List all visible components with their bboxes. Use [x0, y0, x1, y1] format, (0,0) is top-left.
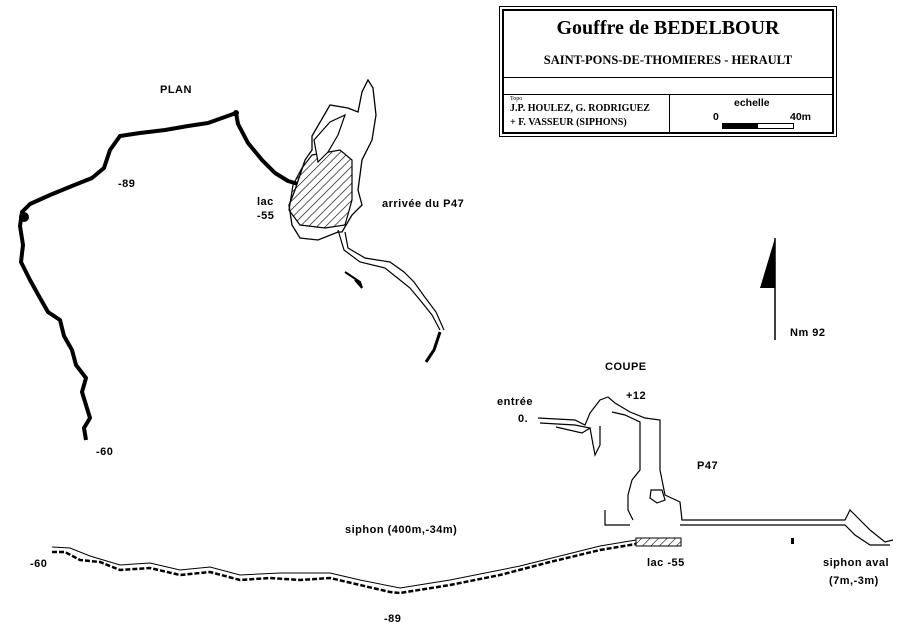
plan-siphon-gallery — [18, 111, 299, 441]
plan-dot — [233, 110, 239, 116]
coupe-p47-block — [649, 489, 666, 504]
coupe-depth-60: -60 — [30, 558, 48, 570]
plan-downstream-end — [424, 331, 442, 363]
plan-heading: PLAN — [160, 84, 192, 96]
plan-arrivee-label: arrivée du P47 — [382, 198, 465, 210]
coupe-depth-89: -89 — [384, 613, 402, 625]
plan-inner-pillar — [313, 113, 347, 164]
plan-lake — [288, 149, 353, 229]
scale-label: echelle — [734, 97, 770, 109]
survey-location: SAINT-PONS-DE-THOMIERES - HERAULT — [543, 53, 793, 67]
coupe-entrance-gallery — [537, 396, 894, 546]
coupe-siphon-aval-dims: (7m,-3m) — [829, 575, 879, 587]
authors-line-2: + F. VASSEUR (SIPHONS) — [510, 117, 627, 128]
plan-blob — [19, 212, 29, 222]
north-arrow-icon — [760, 238, 776, 340]
coupe-lake — [635, 537, 682, 547]
scale-end: 40m — [790, 111, 812, 123]
scale-start: 0 — [713, 111, 719, 123]
north-label: Nm 92 — [790, 327, 826, 339]
coupe-lac-label: lac -55 — [647, 557, 685, 569]
title-block: Gouffre de BEDELBOUR SAINT-PONS-DE-THOMI… — [502, 9, 834, 134]
coupe-entree-depth: 0. — [518, 413, 529, 425]
plan-lac-depth: -55 — [257, 210, 275, 222]
plan-depth-60: -60 — [96, 446, 114, 458]
coupe-siphon-profile — [52, 542, 637, 595]
plan-lac-label: lac — [257, 196, 274, 208]
water-flow-arrow-icon — [344, 271, 363, 289]
coupe-siphon-profile-inner — [51, 539, 637, 589]
coupe-siphon-aval-label: siphon aval — [823, 557, 890, 569]
topo-label: Topo — [510, 96, 523, 102]
coupe-siphon-label: siphon (400m,-34m) — [345, 524, 458, 536]
plan-depth-89: -89 — [118, 178, 136, 190]
survey-title: Gouffre de BEDELBOUR — [556, 17, 780, 39]
coupe-entree-label: entrée — [497, 396, 534, 408]
coupe-lake-marker — [791, 538, 794, 544]
coupe-heading: COUPE — [605, 361, 647, 373]
scale-bar — [722, 123, 794, 129]
divider — [669, 94, 670, 132]
coupe-top-label: +12 — [626, 390, 647, 402]
divider — [504, 77, 832, 78]
divider — [504, 94, 832, 95]
authors-line-1: J.P. HOULEZ, G. RODRIGUEZ — [510, 103, 650, 114]
coupe-p47-label: P47 — [697, 460, 719, 472]
plan-downstream-gallery — [337, 229, 445, 331]
